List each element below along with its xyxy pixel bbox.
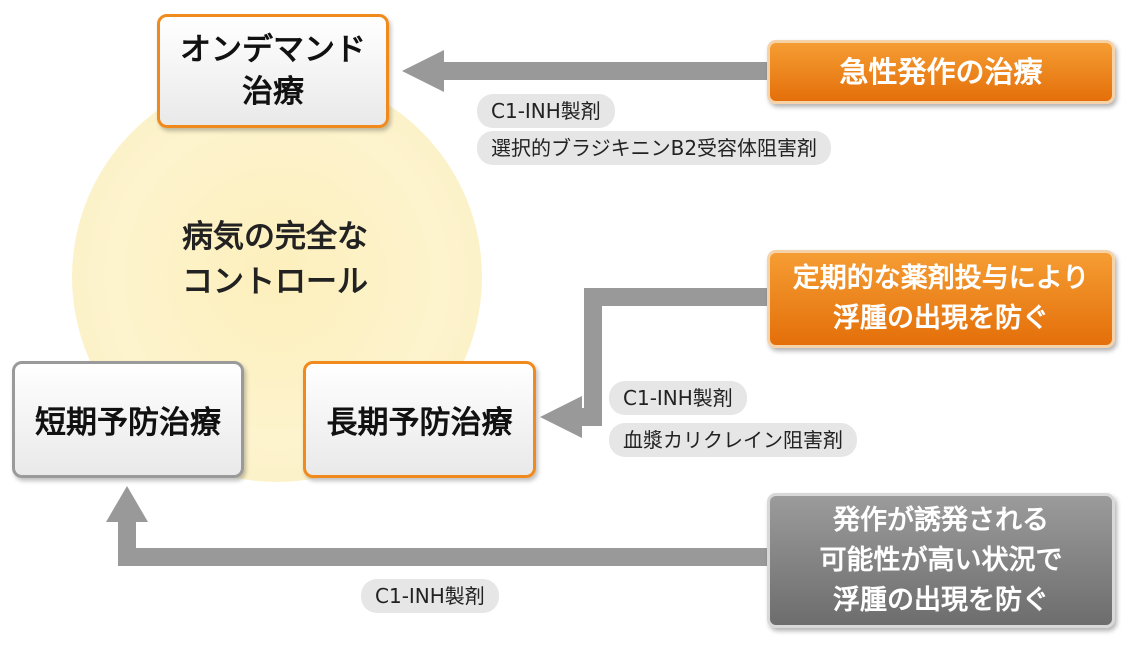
center-line-1: 病気の完全な — [182, 219, 368, 255]
drug-pill-short-term-1: C1-INH製剤 — [361, 579, 499, 613]
center-line-2: コントロール — [182, 264, 368, 300]
on-demand-line-2: 治療 — [242, 74, 304, 110]
short-term-label: 短期予防治療 — [35, 405, 221, 441]
regular-callout-line-2: 浮腫の出現を防ぐ — [833, 303, 1049, 334]
drug-pill-long-term-2: 血漿カリクレイン阻害剤 — [609, 423, 857, 457]
arrow-regular — [540, 288, 770, 438]
on-demand-box: オンデマンド 治療 — [157, 14, 389, 128]
center-label: 病気の完全な コントロール — [150, 215, 400, 305]
drug-pill-on-demand-1: C1-INH製剤 — [477, 94, 615, 128]
arrow-situational — [106, 486, 770, 566]
situational-callout-line-2: 可能性が高い状況で — [819, 544, 1063, 576]
acute-callout-text: 急性発作の治療 — [839, 55, 1043, 89]
drug-pill-on-demand-2: 選択的ブラジキニンB2受容体阻害剤 — [477, 131, 832, 165]
regular-callout-line-1: 定期的な薬剤投与により — [792, 263, 1090, 294]
drug-pill-long-term-1: C1-INH製剤 — [609, 381, 747, 415]
regular-callout: 定期的な薬剤投与により 浮腫の出現を防ぐ — [767, 250, 1115, 348]
short-term-box: 短期予防治療 — [12, 361, 244, 478]
arrow-acute — [402, 50, 770, 92]
situational-callout-line-3: 浮腫の出現を防ぐ — [833, 584, 1049, 616]
situational-callout-line-1: 発作が誘発される — [833, 504, 1049, 536]
long-term-box: 長期予防治療 — [303, 361, 536, 478]
acute-callout: 急性発作の治療 — [767, 40, 1115, 104]
on-demand-line-1: オンデマンド — [180, 32, 366, 68]
long-term-label: 長期予防治療 — [326, 405, 513, 441]
situational-callout: 発作が誘発される 可能性が高い状況で 浮腫の出現を防ぐ — [767, 493, 1115, 628]
